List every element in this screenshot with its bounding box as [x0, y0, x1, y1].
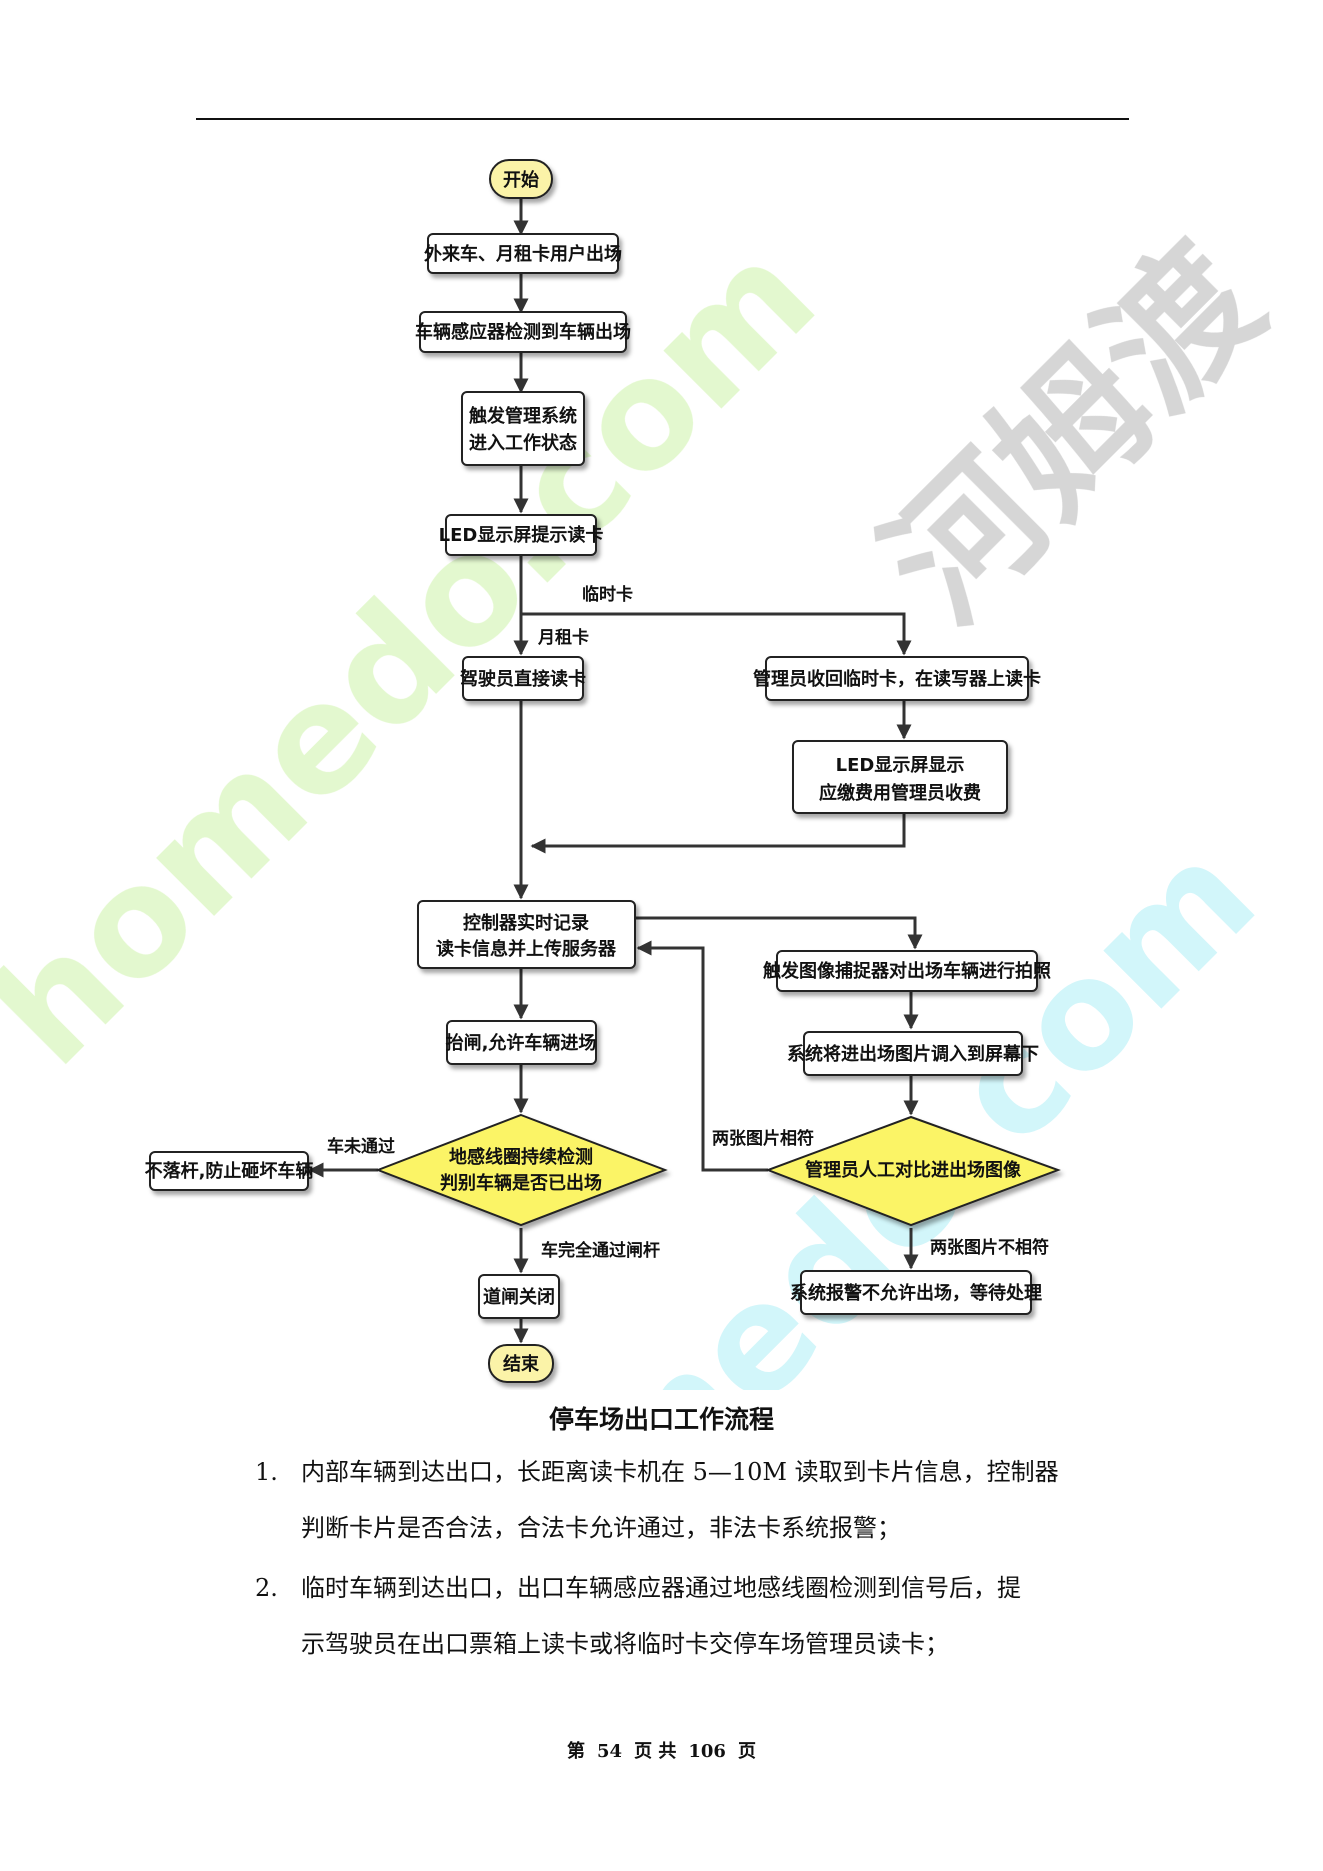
node-end-label: 结束 — [503, 1353, 540, 1375]
edge-label-monthly-card: 月租卡 — [537, 627, 589, 648]
node-end: 结束 — [488, 1344, 554, 1383]
node-screen-photo-label: 系统将进出场图片调入到屏幕下 — [787, 1043, 1039, 1065]
paragraph-2: 2. 临时车辆到达出口，出口车辆感应器通过地感线圈检测到信号后，提 示驾驶员在出… — [255, 1560, 1135, 1672]
paragraph-1-line-2: 判断卡片是否合法，合法卡允许通过，非法卡系统报警； — [301, 1514, 901, 1542]
node-screen-photo: 系统将进出场图片调入到屏幕下 — [787, 1031, 1039, 1076]
node-capture-photo-label: 触发图像捕捉器对出场车辆进行拍照 — [763, 960, 1051, 982]
flowchart: 河姆渡 homedo.com homedo.com — [0, 159, 1295, 1390]
node-sensor-detect: 车辆感应器检测到车辆出场 — [415, 311, 631, 353]
node-gate-close: 道闸关闭 — [478, 1274, 560, 1319]
node-compare-images: 管理员人工对比进出场图像 — [765, 1115, 1061, 1227]
paragraph-1: 1. 内部车辆到达出口，长距离读卡机在 5—10M 读取到卡片信息，控制器 判断… — [255, 1444, 1135, 1556]
footer-total-pages: 106 — [688, 1741, 726, 1762]
node-trigger-system-label-1: 触发管理系统 — [469, 405, 577, 427]
paragraph-1-number: 1. — [255, 1458, 278, 1486]
node-trigger-system-label-2: 进入工作状态 — [469, 432, 577, 454]
paragraph-2-line-1: 临时车辆到达出口，出口车辆感应器通过地感线圈检测到信号后，提 — [301, 1574, 1021, 1602]
node-controller: 控制器实时记录 读卡信息并上传服务器 — [417, 900, 636, 969]
edge-label-car-not-passed: 车未通过 — [327, 1136, 395, 1157]
edge-label-car-passed: 车完全通过闸杆 — [541, 1240, 660, 1261]
node-led-fee-label-2: 应缴费用管理员收费 — [819, 782, 981, 804]
node-led-fee-label-1: LED显示屏显示 — [836, 755, 965, 776]
edge-label-temp-card: 临时卡 — [582, 584, 633, 605]
edges — [308, 198, 923, 1344]
paragraph-1-line-1: 内部车辆到达出口，长距离读卡机在 5—10M 读取到卡片信息，控制器 — [301, 1458, 1059, 1486]
node-driver-read: 驾驶员直接读卡 — [460, 656, 586, 701]
node-capture-photo: 触发图像捕捉器对出场车辆进行拍照 — [763, 950, 1051, 992]
node-loop-detect-label-1: 地感线圈持续检测 — [449, 1146, 593, 1168]
node-loop-detect-label-2: 判别车辆是否已出场 — [440, 1172, 602, 1194]
page-footer: 第 54 页 共 106 页 — [0, 1737, 1323, 1763]
node-alarm-label: 系统报警不允许出场，等待处理 — [790, 1282, 1042, 1304]
node-exit-request-label: 外来车、月租卡用户出场 — [424, 243, 622, 265]
node-exit-request: 外来车、月租卡用户出场 — [424, 233, 622, 274]
node-admin-collect-label: 管理员收回临时卡，在读写器上读卡 — [753, 668, 1041, 690]
node-loop-detect: 地感线圈持续检测 判别车辆是否已出场 — [375, 1113, 668, 1227]
paragraph-2-number: 2. — [255, 1574, 278, 1602]
node-start-label: 开始 — [503, 169, 539, 191]
paragraph-2-line-2: 示驾驶员在出口票箱上读卡或将临时卡交停车场管理员读卡； — [301, 1630, 949, 1658]
watermark-cn: 河姆渡 — [853, 213, 1294, 654]
node-no-drop-label: 不落杆,防止砸坏车辆 — [145, 1160, 314, 1182]
node-raise-gate: 抬闸,允许车辆进场 — [446, 1020, 597, 1065]
node-led-prompt: LED显示屏提示读卡 — [439, 514, 604, 556]
footer-prefix: 第 — [567, 1741, 586, 1762]
node-no-drop: 不落杆,防止砸坏车辆 — [145, 1151, 314, 1191]
footer-middle: 页 共 — [634, 1741, 677, 1762]
node-sensor-detect-label: 车辆感应器检测到车辆出场 — [415, 321, 631, 343]
header-rule — [196, 118, 1129, 120]
node-alarm: 系统报警不允许出场，等待处理 — [790, 1270, 1042, 1315]
footer-suffix: 页 — [737, 1741, 756, 1762]
node-compare-images-label: 管理员人工对比进出场图像 — [805, 1159, 1022, 1181]
node-admin-collect: 管理员收回临时卡，在读写器上读卡 — [753, 656, 1041, 701]
node-raise-gate-label: 抬闸,允许车辆进场 — [446, 1032, 597, 1054]
node-led-prompt-label: LED显示屏提示读卡 — [439, 524, 604, 546]
node-trigger-system: 触发管理系统 进入工作状态 — [461, 391, 585, 466]
edge-label-images-match: 两张图片相符 — [712, 1128, 814, 1149]
node-led-fee: LED显示屏显示 应缴费用管理员收费 — [792, 740, 1008, 814]
node-gate-close-label: 道闸关闭 — [483, 1286, 555, 1308]
figure-caption: 停车场出口工作流程 — [548, 1405, 774, 1434]
watermark: 河姆渡 homedo.com homedo.com — [0, 209, 1295, 1390]
node-controller-label-2: 读卡信息并上传服务器 — [436, 938, 617, 960]
edge-label-images-mismatch: 两张图片不相符 — [930, 1237, 1049, 1258]
footer-page-number: 54 — [597, 1741, 623, 1762]
node-driver-read-label: 驾驶员直接读卡 — [460, 668, 586, 690]
node-start: 开始 — [489, 159, 553, 199]
node-controller-label-1: 控制器实时记录 — [463, 912, 589, 934]
